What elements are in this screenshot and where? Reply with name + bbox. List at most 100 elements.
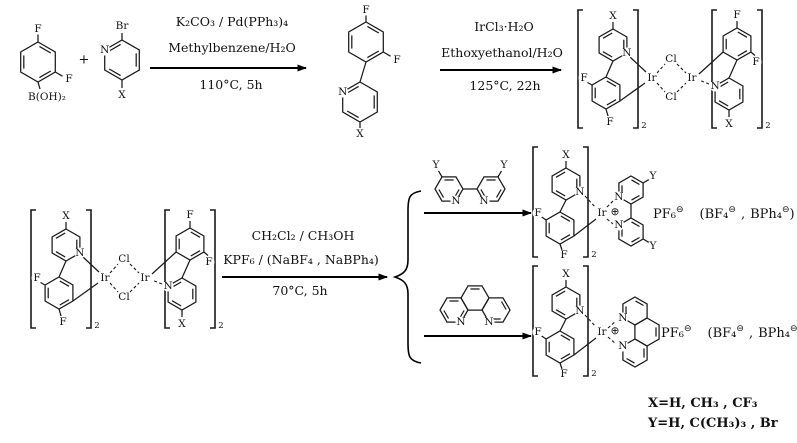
atom-label-n: N: [479, 195, 488, 207]
bracket-subscript-2: 2: [641, 121, 646, 131]
bond: [577, 9, 583, 129]
bond: [605, 108, 609, 117]
bond: [559, 199, 567, 213]
label-halo: [607, 10, 619, 22]
minus-charge-icon: ⊖: [736, 324, 744, 334]
counterions-product2: PF₆⊖(BF₄⊖,BPh₄⊖): [661, 324, 797, 341]
bond: [633, 9, 639, 129]
label-halo: [617, 340, 629, 352]
bond: [382, 51, 391, 57]
double-bond: [631, 236, 640, 243]
double-bond: [367, 25, 380, 34]
double-bond: [555, 190, 566, 197]
substituent-label-y: Y: [649, 240, 658, 252]
bond: [587, 81, 593, 86]
ring-bond: [591, 76, 621, 110]
label-halo: [731, 9, 743, 21]
label-halo: [63, 73, 75, 85]
bond: [711, 9, 717, 129]
label-halo: [664, 90, 678, 104]
label-halo: [595, 325, 609, 339]
atom-label-n: N: [618, 312, 627, 324]
atom-label-n: N: [451, 195, 460, 207]
double-bond: [108, 43, 121, 52]
double-bond: [737, 31, 748, 38]
double-bond: [718, 100, 729, 107]
step1-reagents-line1: K₂CO₃ / Pd(PPh₃)₄: [175, 14, 289, 29]
bond: [606, 200, 614, 208]
label-halo: [354, 128, 366, 140]
atom-label-ir: Ir: [597, 326, 607, 338]
substituent-label-x: X: [562, 149, 570, 161]
substituent-label-y: Y: [649, 170, 658, 182]
label-halo: [558, 249, 570, 261]
step2-conditions: 125°C, 22h: [469, 78, 541, 93]
label-halo: [709, 80, 721, 92]
label-halo: [750, 56, 762, 68]
label-halo: [532, 207, 544, 219]
label-halo: [337, 86, 349, 98]
label-halo: [647, 240, 659, 252]
double-bond: [560, 234, 571, 241]
cyclometalated-ligand-unit: 2 X N F F: [532, 146, 597, 261]
label-halo: [115, 19, 129, 33]
anion-separator: ,: [740, 207, 746, 222]
double-bond: [443, 310, 450, 319]
bond: [606, 218, 614, 225]
positive-charge-icon: ⊕: [611, 206, 620, 218]
label-halo: [391, 54, 403, 66]
bond: [619, 82, 646, 102]
atom-label-n: N: [711, 80, 720, 92]
bond: [583, 146, 589, 258]
atom-label-f: F: [34, 23, 41, 35]
legend-x-substituents: X=H, CH₃ , CF₃: [648, 396, 758, 411]
bond: [642, 179, 650, 184]
label-halo: [99, 44, 111, 56]
atom-label-n: N: [484, 316, 493, 328]
ring-bond: [545, 211, 575, 245]
bond: [540, 215, 547, 221]
bond: [676, 82, 687, 93]
atom-label-ir: Ir: [597, 207, 607, 219]
atom-label-n: N: [614, 191, 623, 203]
bond: [37, 81, 41, 90]
pf6-label: PF₆: [661, 326, 684, 341]
bond: [607, 320, 617, 329]
ring-bond: [342, 81, 378, 123]
legend-y-substituents: Y=H, C(CH₃)₃ , Br: [648, 416, 778, 431]
substituent-label-y: Y: [432, 159, 441, 171]
label-halo: [645, 71, 659, 85]
label-halo: [613, 219, 625, 231]
atom-label-f: F: [733, 9, 740, 21]
atom-label-n: N: [622, 47, 631, 59]
bond: [359, 61, 367, 83]
substituent-label-y: Y: [500, 159, 509, 171]
bond: [656, 63, 666, 74]
label-halo: [617, 312, 629, 324]
label-halo: [578, 72, 590, 84]
step2-reagents-line1: IrCl₃·H₂O: [474, 19, 534, 34]
minus-charge-icon: ⊖: [781, 205, 790, 215]
bond: [559, 243, 563, 251]
bond: [656, 82, 666, 93]
label-halo: [604, 116, 616, 128]
double-bond: [737, 50, 748, 57]
double-bond: [626, 357, 635, 364]
atom-label-n: N: [618, 340, 627, 352]
iridium-chloro-dimer-copy: [30, 208, 225, 332]
label-halo: [32, 23, 44, 35]
atom-label-n: N: [575, 186, 584, 198]
atom-label-n: N: [100, 44, 109, 56]
minus-charge-icon: ⊖: [675, 205, 684, 215]
label-halo: [450, 195, 462, 207]
double-bond: [631, 221, 640, 228]
bph4-label: BPh₄: [758, 326, 790, 341]
step3-conditions: 70°C, 5h: [272, 283, 328, 298]
bond: [728, 59, 738, 79]
bond: [54, 71, 63, 77]
label-halo: [560, 149, 572, 161]
double-bond: [560, 215, 571, 222]
atom-label-f: F: [534, 207, 541, 219]
minus-charge-icon: ⊖: [728, 205, 736, 215]
